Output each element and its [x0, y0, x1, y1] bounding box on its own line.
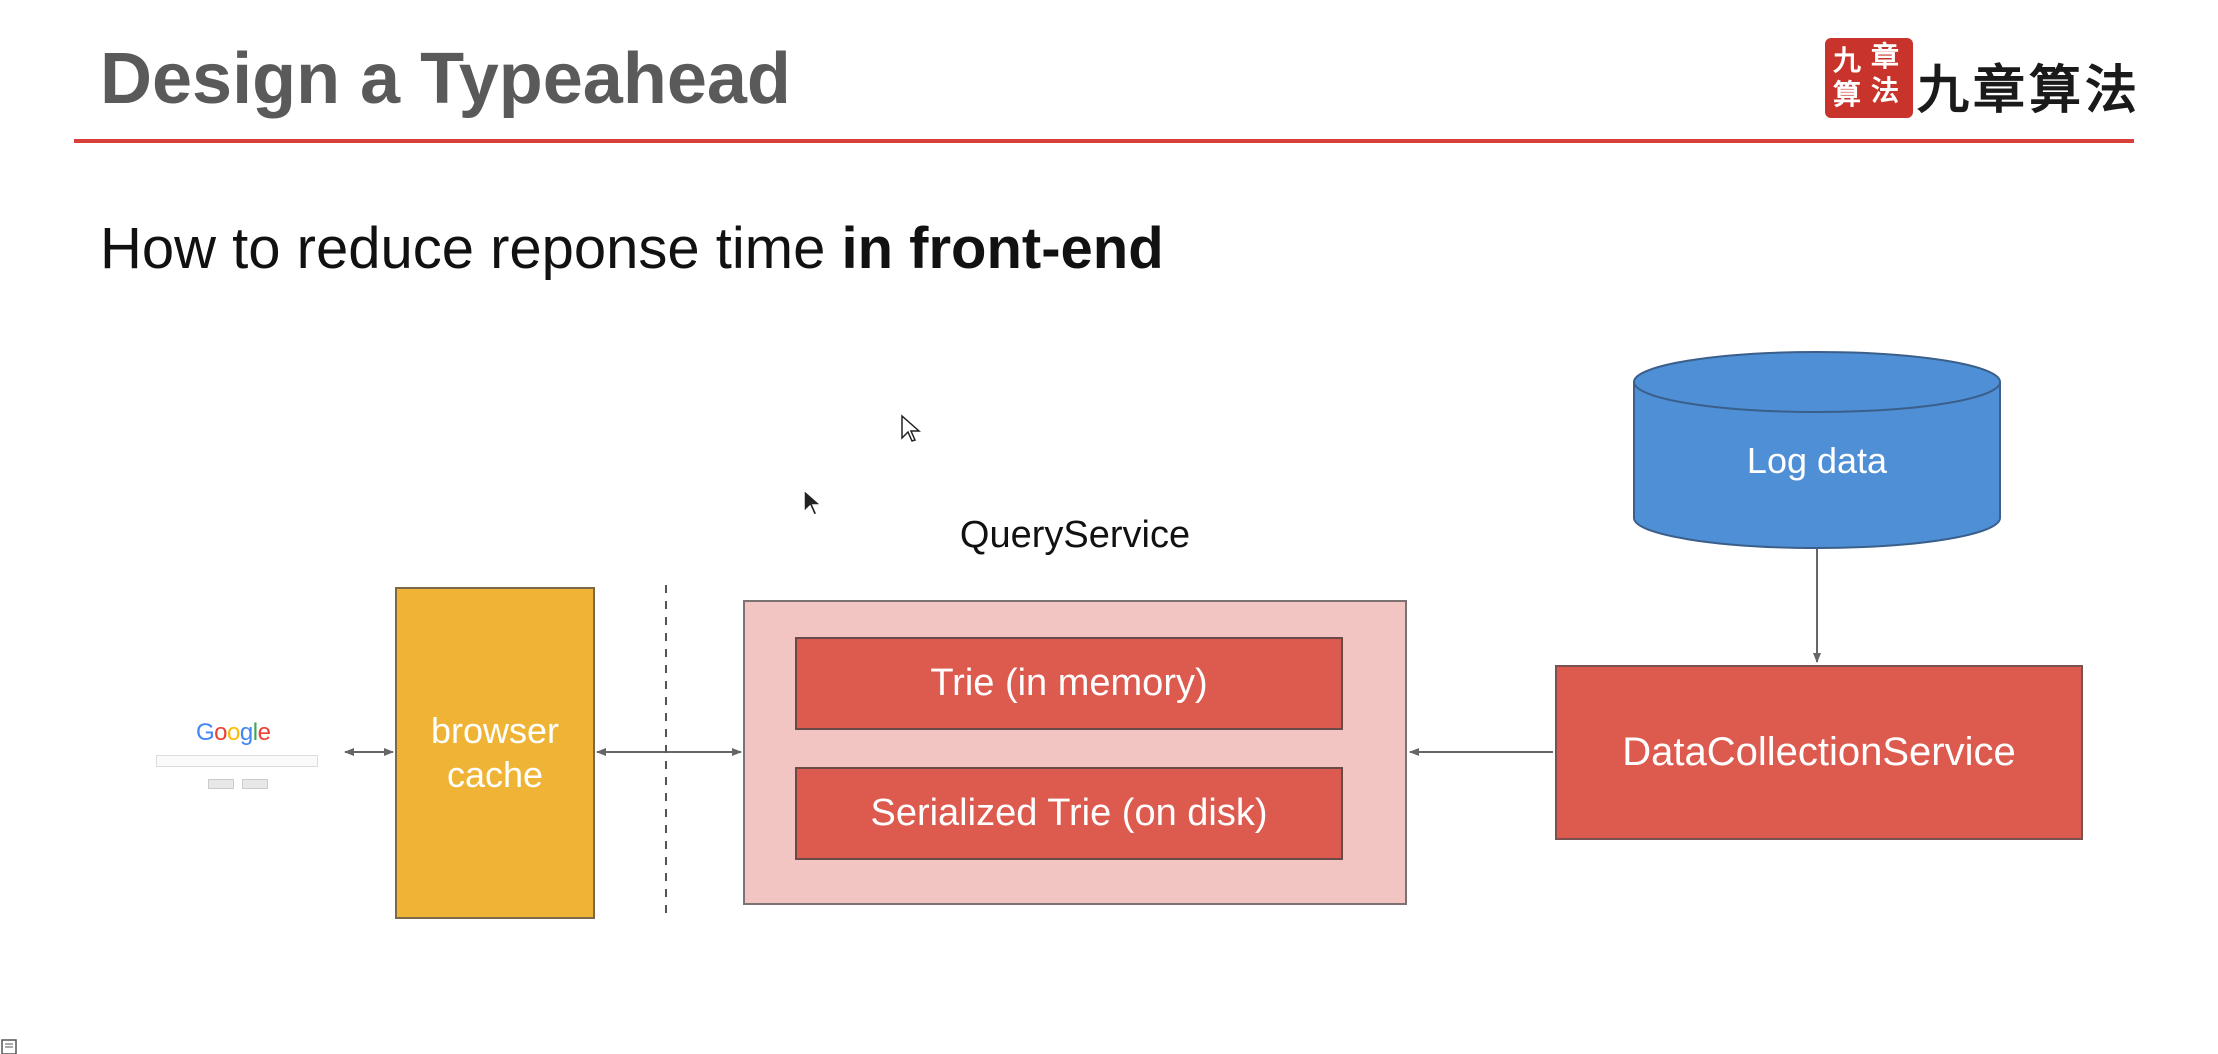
logo-seal-char: 算 [1833, 78, 1862, 111]
subtitle-bold: in front-end [841, 216, 1164, 281]
browser-cache-label-line2: cache [446, 754, 544, 795]
google-lucky-button [242, 779, 268, 789]
log-data-cylinder-icon [1633, 351, 2001, 549]
slide-title: Design a Typeahead [100, 39, 791, 119]
data-collection-service-box: DataCollectionService [1555, 665, 2083, 840]
document-icon [1, 1039, 17, 1054]
google-search-button [208, 779, 234, 789]
google-client-thumbnail: Google [152, 715, 322, 800]
mouse-pointer-icon [803, 488, 823, 516]
jiuzhang-logo: 九 章 算 法 九章算法 [1825, 38, 2137, 128]
trie-memory-box: Trie (in memory) [795, 637, 1343, 730]
google-letter: G [196, 719, 215, 746]
google-letter: o [214, 719, 228, 746]
logo-seal: 九 章 算 法 [1825, 38, 1913, 118]
browser-cache-label-line1: browser [430, 710, 560, 751]
logo-seal-char: 法 [1871, 74, 1900, 107]
google-letter: g [239, 719, 253, 746]
google-letter: e [257, 719, 271, 746]
subtitle-regular: How to reduce reponse time [100, 216, 842, 281]
log-data-label: Log data [1746, 440, 1888, 481]
browser-cache-box: browser cache [395, 587, 595, 919]
google-letter: l [252, 719, 258, 746]
logo-seal-char: 章 [1871, 40, 1900, 73]
google-logo: Google [196, 719, 271, 747]
google-search-bar [156, 755, 318, 767]
slide-subtitle: How to reduce reponse time in front-end [100, 215, 1164, 282]
query-service-label: QueryService [959, 514, 1191, 556]
google-letter: o [227, 719, 240, 746]
mouse-pointer-icon [901, 414, 921, 442]
title-divider [74, 139, 2134, 143]
trie-disk-box: Serialized Trie (on disk) [795, 767, 1343, 860]
logo-seal-char: 九 [1833, 44, 1862, 77]
logo-text: 九章算法 [1917, 60, 2142, 121]
